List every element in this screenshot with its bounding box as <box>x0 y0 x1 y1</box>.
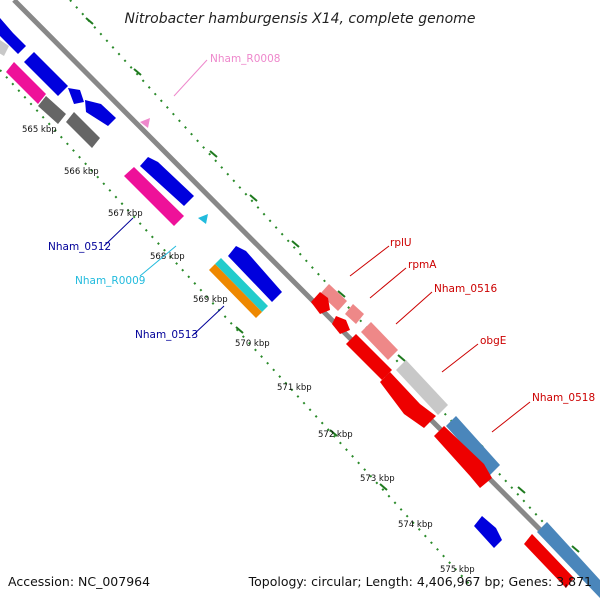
tick-label: 571 kbp <box>277 383 312 393</box>
gene-feature[interactable] <box>85 100 116 126</box>
gene-feature[interactable] <box>24 52 68 96</box>
gene-Nham_0518[interactable] <box>446 416 500 475</box>
gene-feature[interactable] <box>38 96 66 124</box>
rna-marker-Nham_R0008[interactable] <box>140 118 150 128</box>
label-obgE[interactable]: obgE <box>480 335 506 347</box>
gene-feature[interactable] <box>140 157 194 206</box>
gene-Nham_0516[interactable] <box>361 322 398 360</box>
rna-marker-Nham_R0009[interactable] <box>198 214 208 224</box>
gene-rpmA[interactable] <box>345 304 364 324</box>
gene-feature[interactable] <box>524 534 574 588</box>
label-Nham_0512[interactable]: Nham_0512 <box>48 241 111 253</box>
label-rplU[interactable]: rplU <box>390 237 412 249</box>
gc-outer-dots <box>69 0 600 586</box>
gene-Nham_0512[interactable] <box>124 167 184 226</box>
tick-label: 573 kbp <box>360 474 395 484</box>
map-title: Nitrobacter hamburgensis X14, complete g… <box>125 11 476 27</box>
tick-label: 566 kbp <box>64 167 99 177</box>
tick-label: 568 kbp <box>150 252 185 262</box>
tick-labels: 565 kbp 566 kbp 567 kbp 568 kbp 569 kbp … <box>22 125 475 575</box>
tick-label: 570 kbp <box>235 339 270 349</box>
tick-label: 569 kbp <box>193 295 228 305</box>
label-Nham_0516[interactable]: Nham_0516 <box>434 283 497 295</box>
gene-feature[interactable] <box>332 316 350 334</box>
gene-obgE[interactable] <box>396 360 448 415</box>
accession-text: Accession: NC_007964 <box>8 574 150 589</box>
gene-feature[interactable] <box>228 246 282 302</box>
gc-inner-dots <box>0 69 471 586</box>
gene-feature[interactable] <box>537 522 600 598</box>
gene-feature[interactable] <box>346 334 392 380</box>
label-Nham_R0008[interactable]: Nham_R0008 <box>210 53 280 65</box>
label-Nham_0518[interactable]: Nham_0518 <box>532 392 595 404</box>
gene-feature[interactable] <box>68 88 84 104</box>
gene-rplU[interactable] <box>320 284 347 311</box>
gene-feature[interactable] <box>434 426 492 488</box>
gene-feature[interactable] <box>66 112 100 148</box>
tick-label: 575 kbp <box>440 565 475 575</box>
tick-label: 567 kbp <box>108 209 143 219</box>
label-rpmA[interactable]: rpmA <box>408 259 437 271</box>
gene-feature[interactable] <box>6 62 46 104</box>
inner-strand-genes <box>0 40 574 588</box>
gc-track <box>0 0 600 586</box>
backbone-line <box>12 0 600 592</box>
tick-label: 572 kbp <box>318 430 353 440</box>
tick-label: 565 kbp <box>22 125 57 135</box>
gene-feature[interactable] <box>0 40 9 56</box>
gc-dashes <box>85 17 580 553</box>
outer-strand-genes <box>0 18 600 598</box>
gene-Nham_0513[interactable] <box>209 264 262 318</box>
label-Nham_0513[interactable]: Nham_0513 <box>135 329 198 341</box>
gene-feature[interactable] <box>0 18 26 54</box>
tick-label: 574 kbp <box>398 520 433 530</box>
gene-labels: Nham_R0008 Nham_0512 Nham_R0009 Nham_051… <box>48 53 595 404</box>
topology-text: Topology: circular; Length: 4,406,967 bp… <box>248 574 592 589</box>
gene-feature[interactable] <box>311 292 330 314</box>
label-Nham_R0009[interactable]: Nham_R0009 <box>75 275 145 287</box>
label-leaders <box>103 59 531 433</box>
gene-feature[interactable] <box>474 516 502 548</box>
gene-feature[interactable] <box>380 372 436 428</box>
gene-Nham_R0009b[interactable] <box>215 258 268 312</box>
